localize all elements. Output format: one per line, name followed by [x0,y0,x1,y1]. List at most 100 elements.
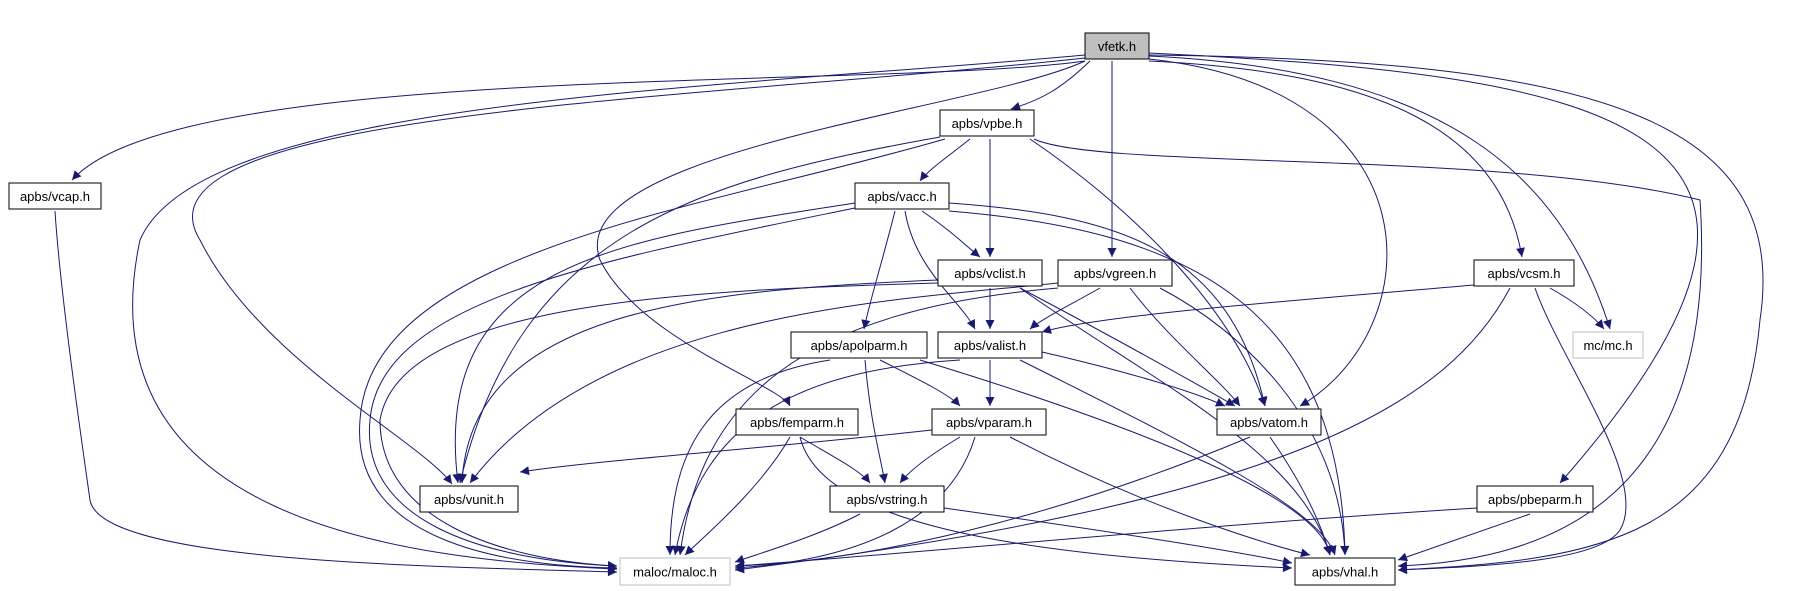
edge-vfetk-to-vcap [71,60,1086,181]
edge-valist-to-maloc [672,359,961,556]
node-box [8,182,102,210]
node-box [854,182,950,210]
node-vacc[interactable]: apbs/vacc.h [854,182,950,210]
edge-vgreen-to-vhal [1159,287,1350,556]
edge-vgreen-to-vatom [1129,287,1241,407]
node-vpbe[interactable]: apbs/vpbe.h [939,109,1035,137]
edge-vcsm-to-valist [1041,284,1475,334]
edge-vclist-to-maloc [379,282,939,571]
edge-vfetk-to-pbeparm [1148,52,1698,484]
edge-vacc-to-vatom [948,202,1268,407]
node-box [1057,259,1173,287]
edge-vcsm-to-maloc [734,287,1511,574]
node-vstring[interactable]: apbs/vstring.h [829,485,945,513]
edge-vcsm-to-vhal [1397,287,1627,575]
edge-vfetk-to-vatom [1148,58,1388,407]
node-vparam[interactable]: apbs/vparam.h [931,408,1047,436]
node-label: mc/mc.h [1583,338,1632,353]
edge-apolparm-to-maloc [665,359,831,556]
node-box [1294,557,1396,586]
node-label: apbs/vparam.h [946,415,1032,430]
node-label: apbs/apolparm.h [811,338,908,353]
edge-vstring-to-maloc [734,513,861,564]
edge-vcsm-to-mc [1549,287,1605,330]
node-box [619,557,731,586]
node-vgreen[interactable]: apbs/vgreen.h [1057,259,1173,287]
node-box [1216,408,1322,436]
edge-vacc-to-vunit [452,202,856,484]
node-layer: vfetk.h apbs/vpbe.h apbs/vcap.h apbs/vacc.h… [8,32,1644,586]
edge-apolparm-to-vhal [919,359,1333,556]
edge-vacc-to-vhal [948,210,1350,556]
node-vcap[interactable]: apbs/vcap.h [8,182,102,210]
node-vcsm[interactable]: apbs/vcsm.h [1473,259,1575,287]
node-label: apbs/femparm.h [750,415,844,430]
node-box [419,485,519,513]
edge-vacc-to-vclist [921,210,981,258]
node-label: apbs/vpbe.h [952,116,1023,131]
edge-vfetk-to-vcsm [1148,60,1525,258]
edge-vfetk-to-vpbe [1010,60,1091,111]
edge-vclist-to-vunit [457,279,939,484]
node-label: apbs/valist.h [954,338,1026,353]
node-femparm[interactable]: apbs/femparm.h [735,408,859,436]
edge-vparam-to-vhal [1009,436,1311,558]
node-vhal[interactable]: apbs/vhal.h [1294,557,1396,586]
node-mc: mc/mc.h [1572,331,1644,359]
edge-vpbe-to-vunit [457,136,941,484]
node-label: apbs/vstring.h [847,492,928,507]
edge-femparm-to-maloc [684,436,791,556]
node-label: apbs/vcsm.h [1488,266,1561,281]
edge-femparm-to-vhal [799,436,1293,573]
node-label: apbs/vcap.h [20,189,90,204]
edge-vparam-to-vunit [519,429,933,476]
node-vclist[interactable]: apbs/vclist.h [937,259,1043,287]
edge-vparam-to-vstring [899,436,961,484]
edge-vfetk-to-mc [1148,55,1612,330]
edge-vatom-to-vhal [1269,436,1332,556]
edge-vcap-to-maloc [54,210,618,577]
node-valist[interactable]: apbs/valist.h [937,331,1043,359]
node-box [829,485,945,513]
edge-vstring-to-vhal [943,507,1293,566]
edge-valist-to-vatom [1041,351,1226,407]
node-apolparm[interactable]: apbs/apolparm.h [790,331,928,359]
edge-apolparm-to-vstring [864,359,888,484]
node-box [931,408,1047,436]
edge-apolparm-to-vparam [879,359,961,407]
node-box [1476,485,1594,513]
node-label: apbs/vatom.h [1230,415,1308,430]
node-vatom[interactable]: apbs/vatom.h [1216,408,1322,436]
node-label: apbs/vclist.h [954,266,1026,281]
node-label: maloc/maloc.h [633,565,717,580]
node-label: apbs/vgreen.h [1074,266,1156,281]
edge-vgreen-to-vunit [469,282,1059,484]
node-box [790,331,928,359]
node-box [735,408,859,436]
node-label: apbs/vhal.h [1312,565,1379,580]
edge-vacc-to-apolparm [861,210,896,330]
edge-vatom-to-maloc [734,436,1251,571]
edge-pbeparm-to-vhal [1397,513,1531,562]
node-label: apbs/vunit.h [434,492,504,507]
edge-vfetk-to-maloc [132,54,1086,574]
node-pbeparm[interactable]: apbs/pbeparm.h [1476,485,1594,513]
edge-vacc-to-maloc [368,207,856,571]
edge-vpbe-to-vatom [1029,138,1267,407]
edge-vpbe-to-vhal [1033,138,1702,571]
edge-vfetk-to-vunit [192,57,1086,485]
edge-vclist-to-vhal [1019,287,1332,556]
node-vunit[interactable]: apbs/vunit.h [419,485,519,513]
node-label: apbs/vacc.h [867,189,936,204]
edge-vgreen-to-maloc [676,287,1059,556]
node-vfetk[interactable]: vfetk.h [1084,32,1150,60]
edge-vpbe-to-vacc [919,138,971,182]
node-box [1084,32,1150,60]
edge-pbeparm-to-maloc [734,507,1478,570]
node-label: apbs/pbeparm.h [1488,492,1582,507]
edge-vfetk-to-femparm [596,60,1086,407]
edge-vclist-to-vatom [1019,287,1236,407]
node-maloc: maloc/maloc.h [619,557,731,586]
node-box [937,331,1043,359]
